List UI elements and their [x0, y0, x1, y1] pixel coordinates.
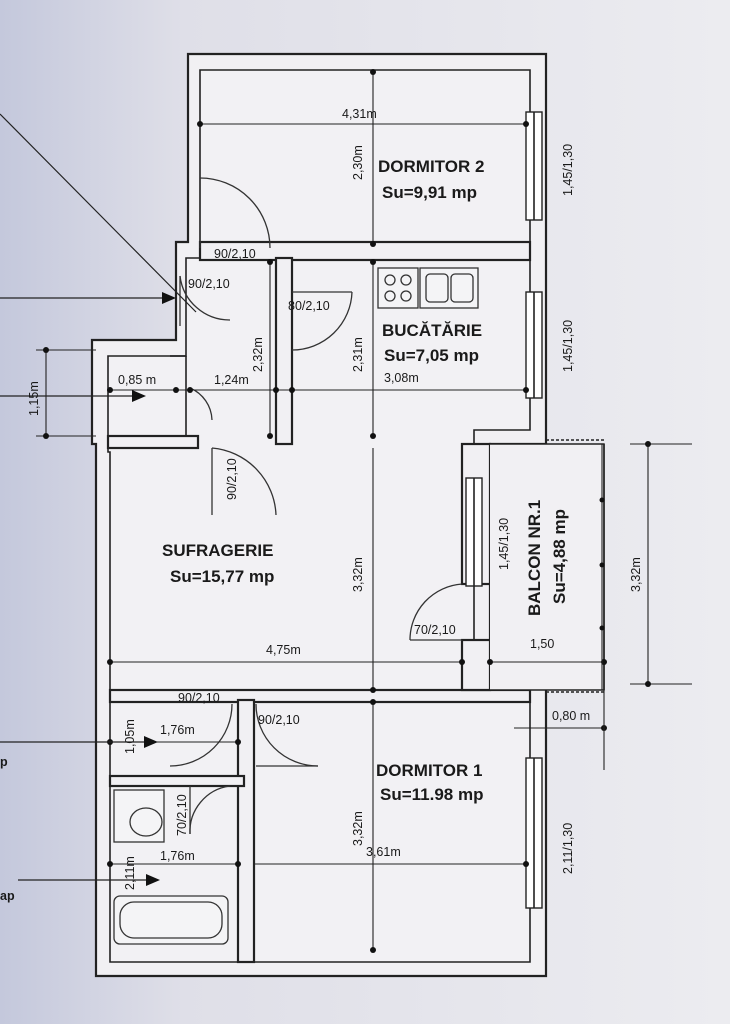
- dim-d2-height: 2,30m: [351, 145, 365, 180]
- dim-door-bath: 70/2,10: [175, 794, 189, 836]
- dim-balcony-height: 3,32m: [629, 557, 643, 592]
- room-name-dormitor-1: DORMITOR 1: [376, 761, 482, 780]
- dim-kitchen-width: 3,08m: [384, 371, 419, 385]
- room-name-sufragerie: SUFRAGERIE: [162, 541, 273, 560]
- margin-fragment-bottom: ap: [0, 889, 15, 903]
- dim-balcony-window: 1,45/1,30: [497, 518, 511, 570]
- dim-door-d1: 90/2,10: [258, 713, 300, 727]
- room-name-bucatarie: BUCĂTĂRIE: [382, 321, 482, 340]
- room-area-balcon: Su=4,88 mp: [550, 509, 569, 604]
- bathroom-fixtures: [113, 789, 229, 945]
- dim-door-kitchen: 80/2,10: [288, 299, 330, 313]
- dim-hall-width: 1,24m: [214, 373, 249, 387]
- dim-hall-height: 2,32m: [251, 337, 265, 372]
- kitchen-fixtures: [377, 267, 479, 309]
- room-area-dormitor-1: Su=11.98 mp: [380, 785, 483, 804]
- dim-d2-width: 4,31m: [342, 107, 377, 121]
- dim-kitchen-window: 1,45/1,30: [561, 320, 575, 372]
- room-name-dormitor-2: DORMITOR 2: [378, 157, 484, 176]
- doors: [169, 177, 463, 835]
- dim-door-living: 90/2,10: [225, 458, 239, 500]
- room-area-bucatarie: Su=7,05 mp: [384, 346, 479, 365]
- dim-d1-width: 3,61m: [366, 845, 401, 859]
- dim-closet-width: 0,85 m: [118, 373, 156, 387]
- entrance-arrows: [0, 113, 197, 886]
- dim-bath-height: 2,11m: [123, 856, 137, 890]
- dim-wc-width: 1,76m: [160, 723, 195, 737]
- interior-walls: [106, 240, 532, 964]
- dimension-lines: [36, 69, 692, 953]
- dim-closet-height: 1,15m: [27, 381, 41, 416]
- dim-living-height: 3,32m: [351, 557, 365, 592]
- dim-door-hall: 90/2,10: [188, 277, 230, 291]
- dim-balcony-depth: 0,80 m: [552, 709, 590, 723]
- windows: [465, 111, 543, 909]
- dim-kitchen-height: 2,31m: [351, 337, 365, 372]
- dim-d1-window: 2,11/1,30: [561, 823, 575, 874]
- room-name-balcon: BALCON NR.1: [525, 500, 544, 616]
- dim-bath-width: 1,76m: [160, 849, 195, 863]
- margin-fragment-top: p: [0, 755, 8, 769]
- dim-balcony-width: 1,50: [530, 637, 554, 651]
- dim-door-wc: 90/2,10: [178, 691, 220, 705]
- room-area-sufragerie: Su=15,77 mp: [170, 567, 274, 586]
- dim-d2-window: 1,45/1,30: [561, 144, 575, 196]
- dim-balcony-door: 70/2,10: [414, 623, 456, 637]
- dim-living-width: 4,75m: [266, 643, 301, 657]
- dim-d1-height: 3,32m: [351, 811, 365, 846]
- balcony: [490, 439, 606, 693]
- dim-door-d2: 90/2,10: [214, 247, 256, 261]
- dim-wc-height: 1,05m: [123, 719, 137, 754]
- room-area-dormitor-2: Su=9,91 mp: [382, 183, 477, 202]
